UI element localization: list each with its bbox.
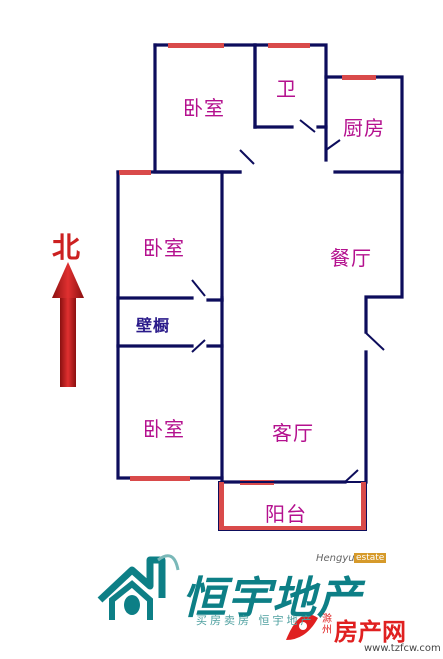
window-bottom-bedroom (130, 476, 190, 481)
logo-name: 恒宇地产 (182, 573, 362, 624)
site-url[interactable]: www.tzfcw.com (364, 643, 441, 654)
label-living: 客厅 (272, 421, 314, 445)
site-badge (286, 614, 318, 640)
north-arrow (52, 262, 84, 387)
label-closet: 壁橱 (136, 316, 171, 335)
logo-mark (97, 554, 180, 620)
label-bedroom-top: 卧室 (183, 96, 225, 120)
logo-english: Hengyu (316, 553, 355, 564)
label-bedroom-mid: 卧室 (143, 236, 185, 260)
logo-slogan: 买房卖房 恒宇地产 (196, 614, 315, 627)
doors (191, 119, 385, 483)
label-dining: 餐厅 (330, 246, 372, 270)
site-city: 滁州 (322, 614, 332, 636)
north-label: 北 (52, 231, 81, 264)
window-bathroom (268, 43, 310, 48)
label-kitchen: 厨房 (343, 116, 385, 140)
balcony-outline (218, 481, 367, 531)
logo-english-badge: estate (354, 553, 387, 563)
label-bathroom: 卫 (276, 77, 297, 101)
window-mid-bedroom (119, 170, 151, 175)
window-kitchen (342, 75, 376, 80)
label-bedroom-bottom: 卧室 (143, 417, 185, 441)
label-balcony: 阳台 (265, 502, 307, 526)
site-name: 房产网 (334, 618, 406, 646)
window-top-bedroom (168, 43, 224, 48)
